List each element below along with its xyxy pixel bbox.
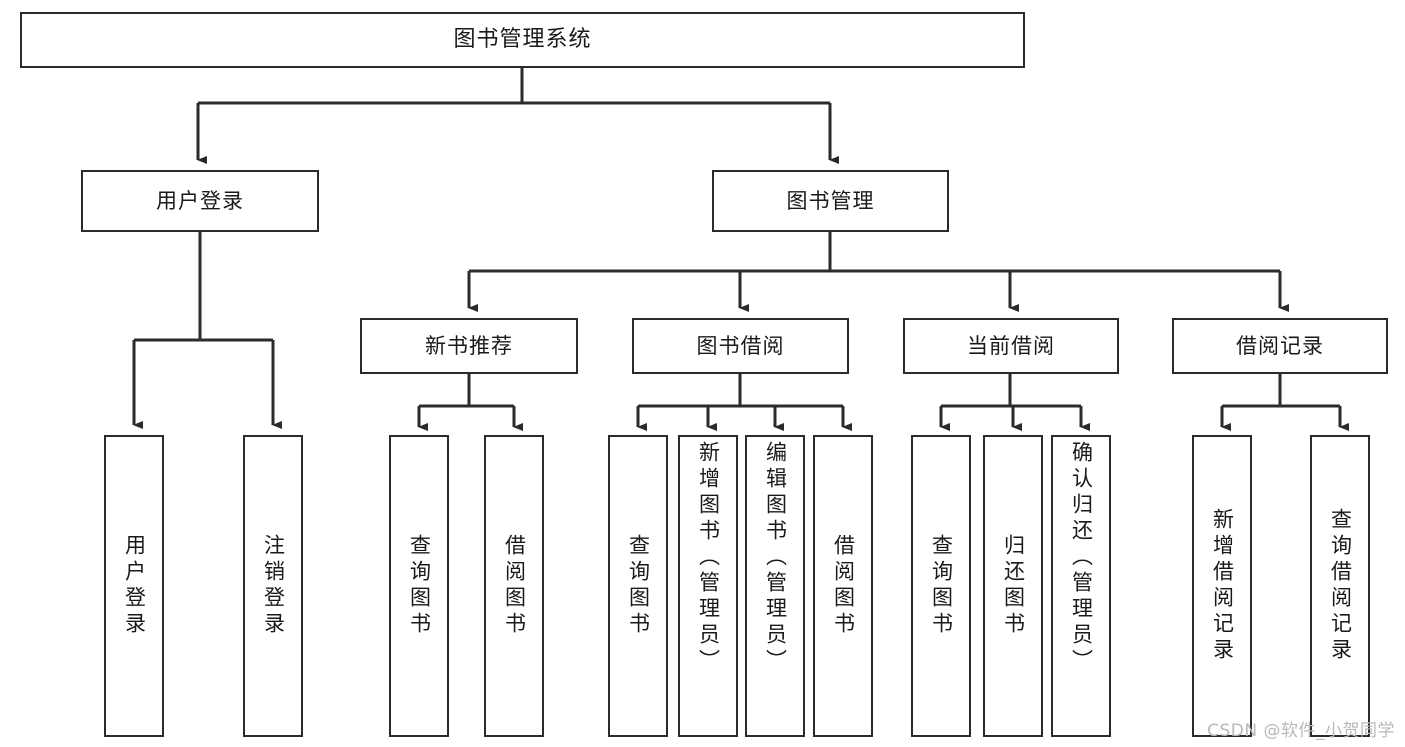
node-leaf-confirm-return[interactable]: 确认归还（管理员） bbox=[1051, 435, 1111, 737]
edge-group-borrow-record bbox=[1220, 374, 1349, 431]
edge-group-user-login bbox=[132, 232, 282, 429]
watermark: CSDN @软件_小贺同学 bbox=[1207, 721, 1395, 741]
edge-group-new-book-recommend bbox=[417, 374, 523, 431]
node-label: 注销登录 bbox=[261, 534, 286, 638]
node-root[interactable]: 图书管理系统 bbox=[20, 12, 1025, 68]
node-leaf-add-book[interactable]: 新增图书（管理员） bbox=[678, 435, 738, 737]
node-label: 查询借阅记录 bbox=[1328, 508, 1353, 664]
node-borrow-record[interactable]: 借阅记录 bbox=[1172, 318, 1388, 374]
node-current-borrow[interactable]: 当前借阅 bbox=[903, 318, 1119, 374]
node-label: 确认归还（管理员） bbox=[1069, 441, 1094, 675]
edge-group-book-borrow bbox=[636, 374, 852, 431]
node-label: 用户登录 bbox=[122, 534, 147, 638]
node-leaf-query-record[interactable]: 查询借阅记录 bbox=[1310, 435, 1370, 737]
node-leaf-borrow-book-1[interactable]: 借阅图书 bbox=[484, 435, 544, 737]
node-label: 归还图书 bbox=[1001, 534, 1026, 638]
node-leaf-logout[interactable]: 注销登录 bbox=[243, 435, 303, 737]
node-label: 新增图书（管理员） bbox=[696, 441, 721, 675]
node-leaf-query-book-2[interactable]: 查询图书 bbox=[608, 435, 668, 737]
node-label: 查询图书 bbox=[407, 534, 432, 638]
node-leaf-add-record[interactable]: 新增借阅记录 bbox=[1192, 435, 1252, 737]
node-label: 查询图书 bbox=[626, 534, 651, 638]
node-label: 新增借阅记录 bbox=[1210, 508, 1235, 664]
node-new-book-recommend[interactable]: 新书推荐 bbox=[360, 318, 578, 374]
edge-group-root bbox=[196, 68, 839, 164]
node-leaf-edit-book[interactable]: 编辑图书（管理员） bbox=[745, 435, 805, 737]
node-label: 借阅图书 bbox=[831, 534, 856, 638]
node-leaf-borrow-book-2[interactable]: 借阅图书 bbox=[813, 435, 873, 737]
node-book-borrow[interactable]: 图书借阅 bbox=[632, 318, 849, 374]
node-user-login[interactable]: 用户登录 bbox=[81, 170, 319, 232]
edge-group-book-manage bbox=[467, 232, 1289, 312]
node-leaf-query-book-1[interactable]: 查询图书 bbox=[389, 435, 449, 737]
node-label: 借阅图书 bbox=[502, 534, 527, 638]
node-label: 查询图书 bbox=[929, 534, 954, 638]
edge-group-current-borrow bbox=[939, 374, 1090, 431]
node-leaf-query-book-3[interactable]: 查询图书 bbox=[911, 435, 971, 737]
node-label: 编辑图书（管理员） bbox=[763, 441, 788, 675]
node-leaf-return-book[interactable]: 归还图书 bbox=[983, 435, 1043, 737]
node-leaf-user-login[interactable]: 用户登录 bbox=[104, 435, 164, 737]
node-book-manage[interactable]: 图书管理 bbox=[712, 170, 949, 232]
